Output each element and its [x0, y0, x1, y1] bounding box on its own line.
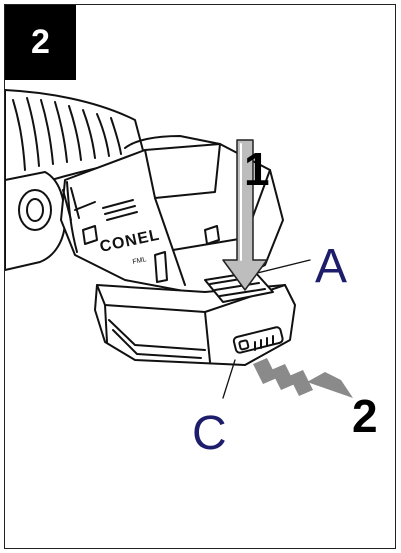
step-number: 2 [31, 23, 50, 61]
callout-push-label: 1 [244, 143, 270, 195]
callout-push-number: 1 [244, 146, 270, 192]
arrow-diagonal-icon [253, 358, 353, 398]
callout-battery-letter: C [192, 410, 227, 458]
callout-pull-number: 2 [352, 393, 378, 439]
charge-indicator [232, 326, 284, 354]
callout-latch-letter: A [315, 243, 347, 291]
callout-battery-label: C [192, 407, 227, 460]
battery-removal-illustration: CONEL FML [5, 89, 353, 399]
step-number-badge: 2 [5, 5, 76, 80]
model-text: FML [132, 256, 147, 266]
callout-latch-label: A [315, 240, 348, 293]
tool-housing [60, 135, 284, 296]
callout-pull-label: 2 [352, 390, 378, 442]
leader-line-c [222, 359, 236, 399]
arrow-down-icon [222, 139, 268, 291]
figure-frame [4, 4, 396, 549]
side-clamp [5, 171, 66, 271]
